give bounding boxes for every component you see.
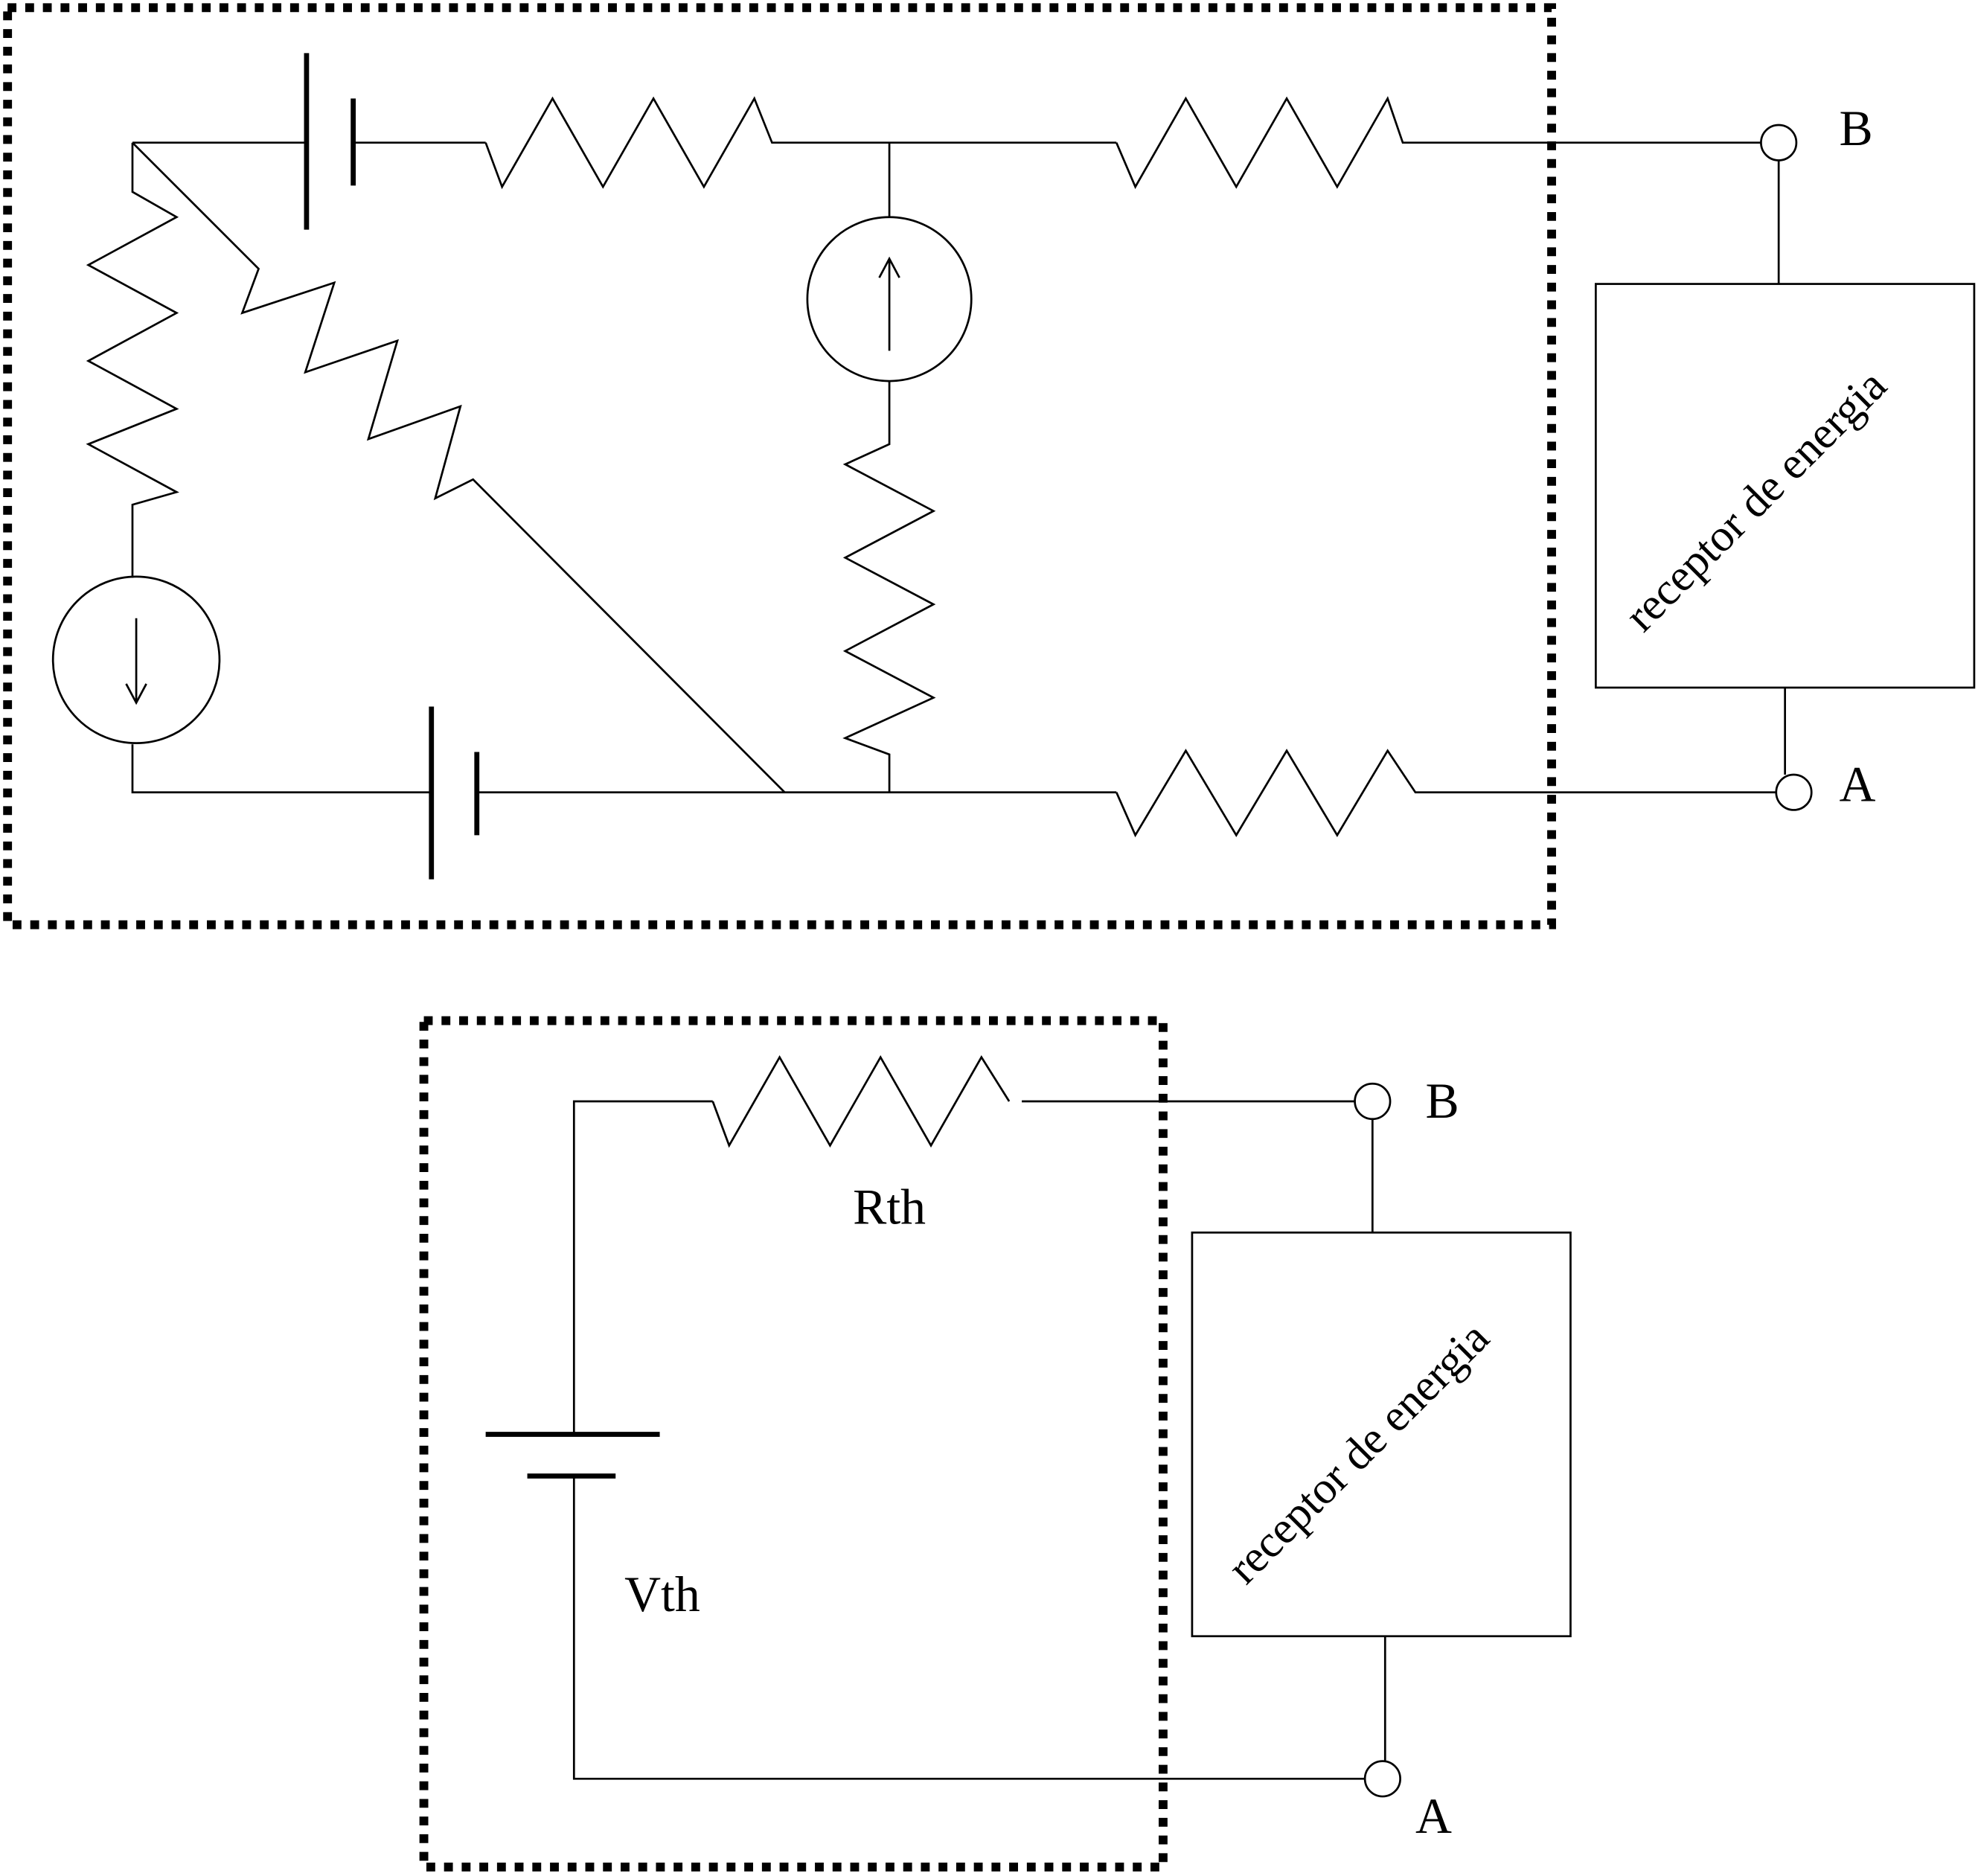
arrow-up-icon — [878, 256, 900, 351]
terminal-a — [1775, 773, 1813, 811]
resistor — [1115, 96, 1761, 190]
terminal-a — [1363, 1760, 1401, 1798]
terminal-b-label: B — [1426, 1073, 1459, 1129]
current-source — [51, 575, 221, 744]
resistor — [842, 381, 936, 793]
rth-label: Rth — [853, 1179, 926, 1235]
wire — [131, 744, 1117, 794]
resistor-rth — [711, 1054, 1355, 1148]
terminal-a-label: A — [1840, 757, 1876, 813]
energy-receiver-box — [1191, 1231, 1572, 1638]
resistor — [484, 96, 1117, 190]
thevenin-equivalent-circuit: Rth Vth B A receptor de energia — [419, 1016, 1572, 1872]
energy-receiver-box — [1595, 283, 1976, 689]
arrow-down-icon — [125, 618, 147, 705]
original-circuit: B A receptor de energia — [3, 3, 1976, 929]
resistor — [132, 141, 786, 793]
thevenin-boundary-box — [419, 1016, 1168, 1872]
terminal-a-label: A — [1415, 1788, 1452, 1844]
network-boundary-box — [3, 3, 1556, 929]
wire — [1371, 1118, 1386, 1761]
wire — [572, 1476, 1366, 1780]
wire — [1777, 160, 1786, 775]
terminal-b — [1354, 1082, 1392, 1121]
energy-receiver-label: receptor de energia — [1218, 1313, 1499, 1593]
vth-label: Vth — [624, 1566, 700, 1622]
resistor — [1115, 749, 1776, 838]
wire — [572, 1100, 713, 1435]
energy-receiver-label: receptor de energia — [1616, 360, 1896, 641]
terminal-b — [1760, 124, 1798, 161]
terminal-b-label: B — [1840, 100, 1873, 156]
resistor — [86, 142, 179, 578]
